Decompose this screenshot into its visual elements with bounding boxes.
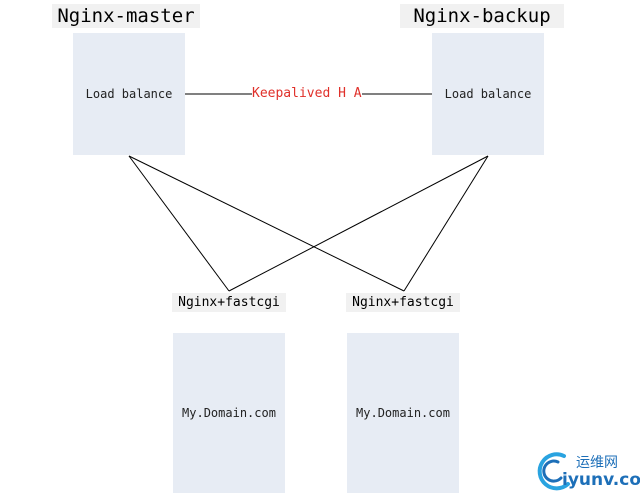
left-worker-title: Nginx+fastcgi bbox=[172, 293, 286, 312]
left-worker-box: My.Domain.com bbox=[173, 333, 285, 493]
watermark: 运维网 iyunv.com bbox=[534, 448, 640, 494]
right-worker-title: Nginx+fastcgi bbox=[346, 293, 460, 312]
watermark-logo-icon bbox=[537, 452, 570, 491]
master-to-right-worker-line bbox=[128, 155, 405, 292]
master-to-left-worker-line bbox=[128, 155, 230, 292]
keepalived-ha-label: Keepalived H A bbox=[252, 86, 362, 102]
watermark-cn-text: 运维网 bbox=[576, 455, 618, 471]
backup-box-label: Load balance bbox=[444, 87, 532, 101]
backup-load-balance-box: Load balance bbox=[432, 33, 544, 155]
left-worker-box-label: My.Domain.com bbox=[182, 406, 276, 420]
master-load-balance-box: Load balance bbox=[73, 33, 185, 155]
backup-to-left-worker-line bbox=[228, 155, 489, 292]
master-box-label: Load balance bbox=[85, 87, 173, 101]
watermark-site-text: iyunv.com bbox=[562, 470, 640, 490]
backup-to-right-worker-line bbox=[403, 155, 489, 292]
backup-title: Nginx-backup bbox=[400, 4, 564, 28]
right-worker-box: My.Domain.com bbox=[347, 333, 459, 493]
right-worker-box-label: My.Domain.com bbox=[356, 406, 450, 420]
master-title: Nginx-master bbox=[52, 4, 200, 28]
